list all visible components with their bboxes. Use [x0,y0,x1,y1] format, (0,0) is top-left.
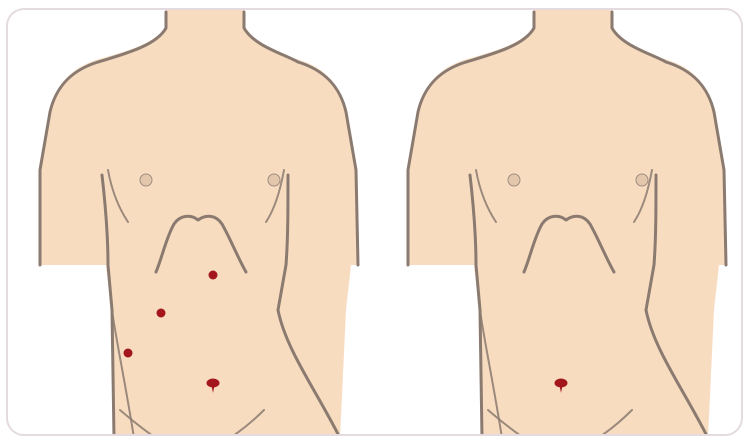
incision-dot-right-middle [157,309,166,318]
torso-figure [408,10,726,436]
torso-single-port [408,10,726,436]
torso-figure [40,10,358,436]
incision-dot-upper-midline [209,271,218,280]
figure-frame: .skin{fill:#f8dcc0;stroke:none}.line{fil… [6,8,743,436]
incision-dot-right-lower [124,349,133,358]
torso-comparison-diagram: .skin{fill:#f8dcc0;stroke:none}.line{fil… [8,10,743,436]
torso-multi-port [40,10,358,436]
